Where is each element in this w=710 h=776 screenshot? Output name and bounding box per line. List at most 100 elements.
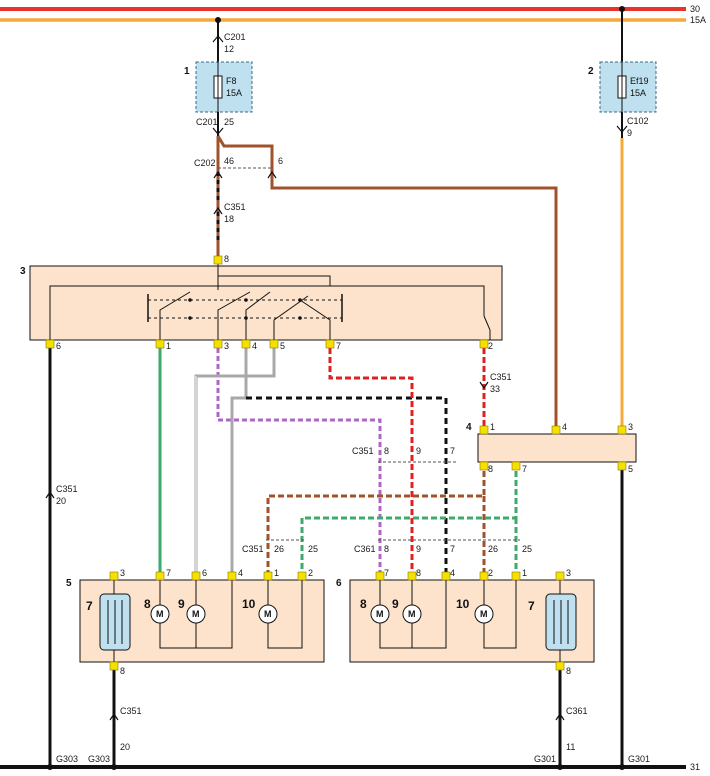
fuse-rating: 15A — [630, 88, 646, 98]
fuse-ef19 — [599, 61, 657, 113]
component-number: 10 — [242, 597, 256, 611]
component-number: 5 — [66, 578, 72, 589]
connector-label: C351 — [56, 484, 78, 494]
motor-symbol: M — [264, 609, 272, 619]
fuse-name: F8 — [226, 76, 237, 86]
connector-pin: 9 — [416, 446, 421, 456]
door-pin: 2 — [308, 568, 313, 578]
connector-pin: 20 — [56, 496, 66, 506]
switch-pin: 4 — [252, 341, 257, 351]
door-pin: 1 — [522, 568, 527, 578]
connector-label: C102 — [627, 116, 649, 126]
component-number: 9 — [392, 597, 399, 611]
switch-pin: 2 — [488, 341, 493, 351]
connector-pin: 26 — [274, 544, 284, 554]
door-pin: 3 — [566, 568, 571, 578]
connector-pin: 12 — [224, 44, 234, 54]
module-pin: 5 — [628, 464, 633, 474]
connector-label: C351 — [242, 544, 264, 554]
component-number: 8 — [144, 597, 151, 611]
component-number: 7 — [86, 599, 93, 613]
module-pin: 1 — [490, 422, 495, 432]
connector-label: C361 — [566, 706, 588, 716]
connector-pin: 26 — [488, 544, 498, 554]
switch-pin: 1 — [166, 341, 171, 351]
switch-pin-labels: 6 1 3 4 5 7 2 — [56, 341, 493, 351]
motor-symbol: M — [192, 609, 200, 619]
connector-pin: 46 — [224, 156, 234, 166]
module-pin: 8 — [488, 464, 493, 474]
door-pin: 8 — [416, 568, 421, 578]
control-module — [477, 433, 637, 463]
connector-pin: 6 — [278, 156, 283, 166]
connector-pin: 11 — [566, 742, 575, 752]
connector-pin: 25 — [522, 544, 532, 554]
module-pin: 7 — [522, 464, 527, 474]
motor-symbol: M — [480, 609, 488, 619]
door-pin: 4 — [450, 568, 455, 578]
switch-pin: 3 — [224, 341, 229, 351]
connector-pin: 33 — [490, 384, 500, 394]
rail-30: 30 — [0, 4, 700, 14]
rail-15a-label: 15A — [690, 15, 706, 25]
door-pin: 8 — [120, 666, 125, 676]
door-pin: 7 — [384, 568, 389, 578]
component-number: 8 — [360, 597, 367, 611]
component-number: 7 — [528, 599, 535, 613]
fuse-name: Ef19 — [630, 76, 649, 86]
switch-pin: 8 — [224, 254, 229, 264]
connector-label: C361 — [354, 544, 376, 554]
connector-pin: 9 — [627, 128, 632, 138]
motor-symbol: M — [156, 609, 164, 619]
component-number: 2 — [588, 66, 594, 77]
component-number: 6 — [336, 578, 342, 589]
fuse-f8 — [195, 61, 253, 113]
connector-label: C201 — [224, 32, 246, 42]
door-pin: 1 — [274, 568, 279, 578]
door-pin: 7 — [166, 568, 171, 578]
window-switch-module — [29, 265, 503, 341]
door-pin: 4 — [238, 568, 243, 578]
component-number: 3 — [20, 266, 26, 277]
connector-pin: 25 — [224, 117, 234, 127]
connector-label: C351 — [224, 202, 246, 212]
connector-pin: 7 — [450, 446, 455, 456]
switch-pin: 5 — [280, 341, 285, 351]
module-pin: 3 — [628, 422, 633, 432]
motor-symbol: M — [376, 609, 384, 619]
fuse-rating: 15A — [226, 88, 242, 98]
connector-pin: 8 — [384, 446, 389, 456]
connector-label: C202 — [194, 158, 216, 168]
ground-label: G303 — [56, 754, 78, 764]
connector-pin: 18 — [224, 214, 234, 224]
connector-pin: 20 — [120, 742, 130, 752]
ground-label: G301 — [534, 754, 556, 764]
connector-pin: 8 — [384, 544, 389, 554]
component-number: 4 — [466, 422, 472, 433]
rail-30-label: 30 — [690, 4, 700, 14]
door-pin: 8 — [566, 666, 571, 676]
component-number: 10 — [456, 597, 470, 611]
connector-pin: 25 — [308, 544, 318, 554]
connector-pin: 7 — [450, 544, 455, 554]
component-number: 1 — [184, 66, 190, 77]
component-number: 9 — [178, 597, 185, 611]
ground-label: G303 — [88, 754, 110, 764]
rail-15a: 15A — [0, 15, 706, 25]
connector-label: C351 — [352, 446, 374, 456]
module-pin: 4 — [562, 422, 567, 432]
door-pin: 3 — [120, 568, 125, 578]
door-pin: 2 — [488, 568, 493, 578]
connector-label: C201 — [196, 117, 218, 127]
switch-pin: 7 — [336, 341, 341, 351]
door-pin: 6 — [202, 568, 207, 578]
pin-markers — [45, 255, 627, 671]
connector-label: C351 — [120, 706, 142, 716]
rail-31-label: 31 — [690, 762, 700, 772]
connector-label: C351 — [490, 372, 512, 382]
switch-pin: 6 — [56, 341, 61, 351]
ground-label: G301 — [628, 754, 650, 764]
connector-pin: 9 — [416, 544, 421, 554]
motor-symbol: M — [408, 609, 416, 619]
